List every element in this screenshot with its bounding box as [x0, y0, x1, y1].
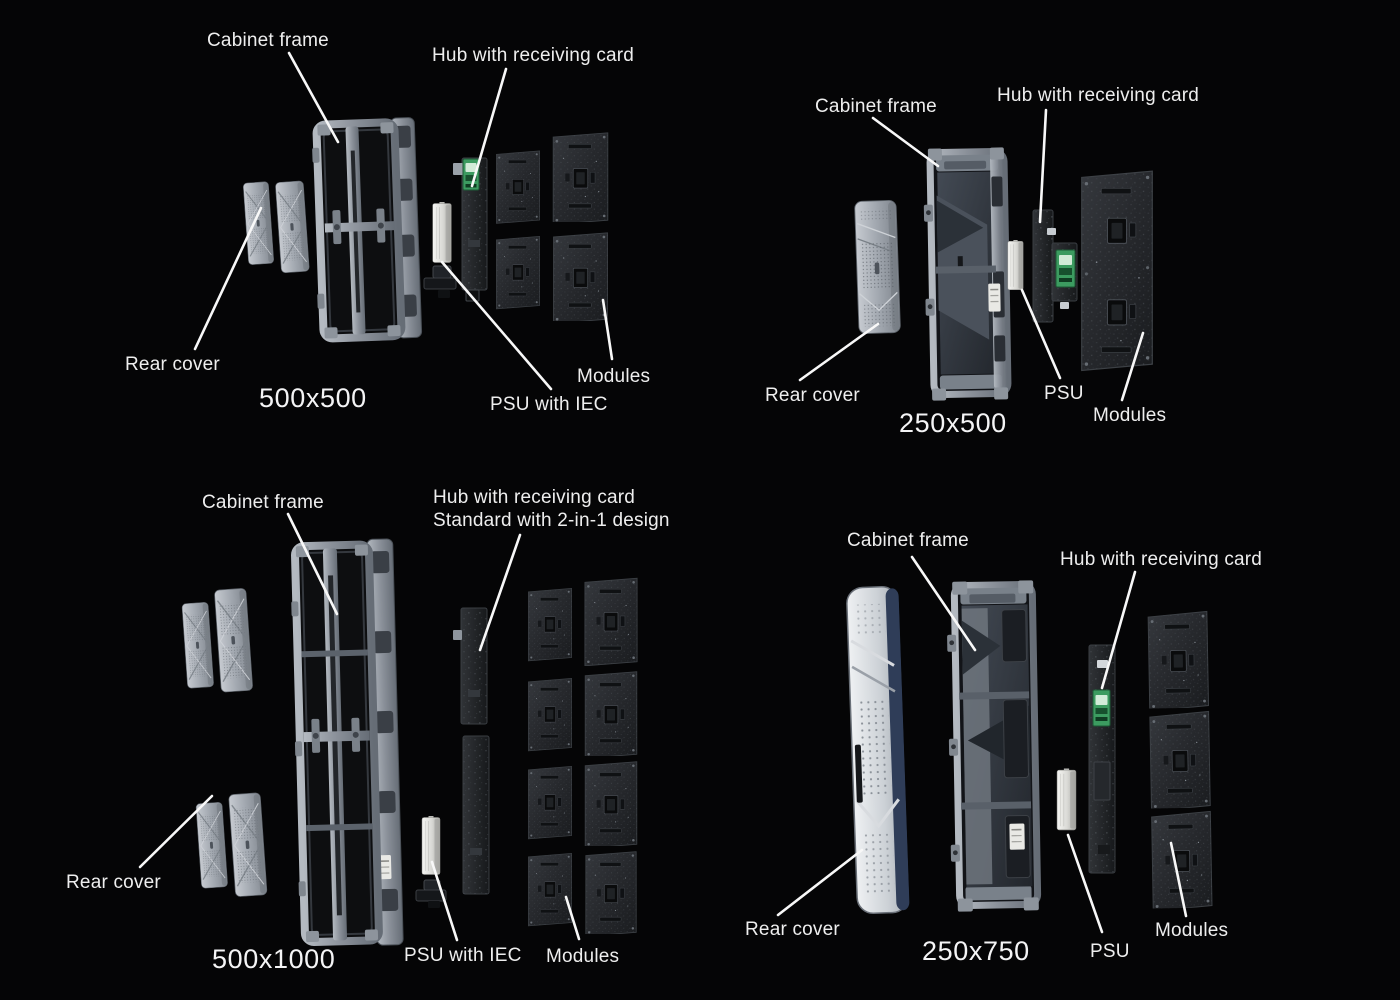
leader-hub	[478, 533, 522, 652]
leader-rear-cover	[798, 322, 880, 382]
module-panel	[585, 851, 637, 934]
module-panel	[527, 588, 573, 662]
leader-cabinet-frame	[910, 555, 977, 652]
q2-size-label: 250x500	[899, 408, 1007, 438]
leader-psu	[440, 260, 553, 391]
psu-part	[415, 815, 447, 908]
rear-cover-panel	[241, 180, 276, 267]
cabinet-frame-part	[923, 147, 1012, 401]
leader-lines	[193, 51, 614, 391]
rear-cover-panel	[194, 800, 230, 890]
leader-modules	[1120, 331, 1145, 402]
q4-label-cabinet-frame: Cabinet frame	[847, 530, 969, 551]
q1-label-rear-cover: Rear cover	[125, 354, 220, 375]
cabinet-250x500-illustration	[798, 108, 1153, 402]
q2-label-rear-cover: Rear cover	[765, 385, 860, 406]
cabinet-frame-part	[947, 580, 1042, 912]
cabinet-500x1000-illustration	[138, 512, 638, 946]
q3-label-cabinet-frame: Cabinet frame	[202, 492, 324, 513]
rear-cover-panel	[227, 791, 269, 899]
module-panel	[527, 853, 573, 927]
q3-label-hub-line2: Standard with 2-in-1 design	[433, 510, 670, 532]
cabinet-500x500-illustration	[193, 51, 614, 391]
rear-cover-panels	[846, 586, 910, 915]
q4-label-rear-cover: Rear cover	[745, 919, 840, 940]
leader-hub	[470, 67, 508, 188]
module-panel	[553, 232, 608, 321]
leader-modules	[1169, 841, 1188, 918]
rear-cover-panel	[853, 199, 902, 335]
rear-cover-panels	[853, 199, 902, 335]
module-panels	[1147, 610, 1213, 909]
q4-size-label: 250x750	[922, 936, 1030, 966]
leader-hub	[1038, 108, 1048, 224]
leader-cabinet-frame	[287, 51, 340, 144]
q1-label-modules: Modules	[577, 366, 651, 387]
psu-part	[1056, 768, 1077, 831]
q3-label-psu: PSU with IEC	[404, 945, 522, 966]
q2-label-psu: PSU	[1044, 383, 1084, 404]
hub-part	[1088, 644, 1116, 874]
module-panel	[1149, 710, 1212, 809]
cabinet-250x750-illustration	[776, 555, 1213, 934]
rear-cover-panel	[180, 600, 216, 690]
q4-label-modules: Modules	[1155, 920, 1229, 941]
leader-psu	[430, 860, 459, 942]
hub-part	[453, 157, 488, 302]
module-panel	[527, 678, 573, 752]
cabinet-frame-part	[291, 538, 404, 946]
module-panels	[527, 577, 638, 934]
leader-modules	[564, 895, 581, 941]
module-panel	[584, 761, 638, 846]
module-panel	[496, 150, 540, 224]
q3-size-label: 500x1000	[212, 944, 336, 974]
psu-part	[1007, 239, 1024, 290]
module-panel	[1147, 610, 1210, 709]
module-panel	[527, 766, 573, 840]
rear-cover-panel	[273, 179, 311, 275]
rear-cover-panel	[846, 586, 910, 915]
q1-label-hub: Hub with receiving card	[432, 45, 635, 66]
hub-part	[1032, 209, 1078, 323]
module-panels	[495, 132, 609, 321]
cabinet-frame-part	[312, 117, 423, 343]
q4-label-hub: Hub with receiving card	[1060, 549, 1263, 570]
leader-cabinet-frame	[871, 116, 940, 168]
module-panel	[584, 671, 638, 756]
leader-hub	[1100, 570, 1137, 690]
q2-label-hub: Hub with receiving card	[997, 85, 1200, 106]
psu-part	[423, 202, 457, 298]
leader-cabinet-frame	[286, 512, 339, 616]
leader-lines	[776, 555, 1188, 934]
receiving-card	[1092, 689, 1111, 727]
q1-label-cabinet-frame: Cabinet frame	[207, 30, 329, 51]
leader-rear-cover	[776, 848, 864, 917]
module-panel	[495, 236, 541, 310]
q3-label-hub-line1: Hub with receiving card	[433, 487, 636, 508]
q1-label-psu: PSU with IEC	[490, 394, 608, 415]
leader-psu	[1020, 288, 1062, 380]
q3-label-hub: Hub with receiving card Standard with 2-…	[433, 486, 670, 532]
hub-part	[453, 607, 490, 895]
module-panel	[552, 132, 609, 222]
q4-label-psu: PSU	[1090, 941, 1130, 962]
q2-label-modules: Modules	[1093, 405, 1167, 426]
leader-modules	[601, 298, 614, 361]
q1-size-label: 500x500	[259, 383, 367, 413]
rear-cover-panels	[180, 586, 269, 899]
leader-psu	[1066, 833, 1104, 934]
leader-rear-cover	[193, 206, 263, 351]
q3-label-modules: Modules	[546, 946, 620, 967]
receiving-card	[1055, 249, 1076, 288]
q2-label-cabinet-frame: Cabinet frame	[815, 96, 937, 117]
leader-lines	[138, 512, 581, 942]
leader-rear-cover	[138, 794, 214, 869]
module-panel	[584, 577, 638, 666]
rear-cover-panel	[212, 586, 255, 694]
q3-label-rear-cover: Rear cover	[66, 872, 161, 893]
leader-lines	[798, 108, 1145, 402]
